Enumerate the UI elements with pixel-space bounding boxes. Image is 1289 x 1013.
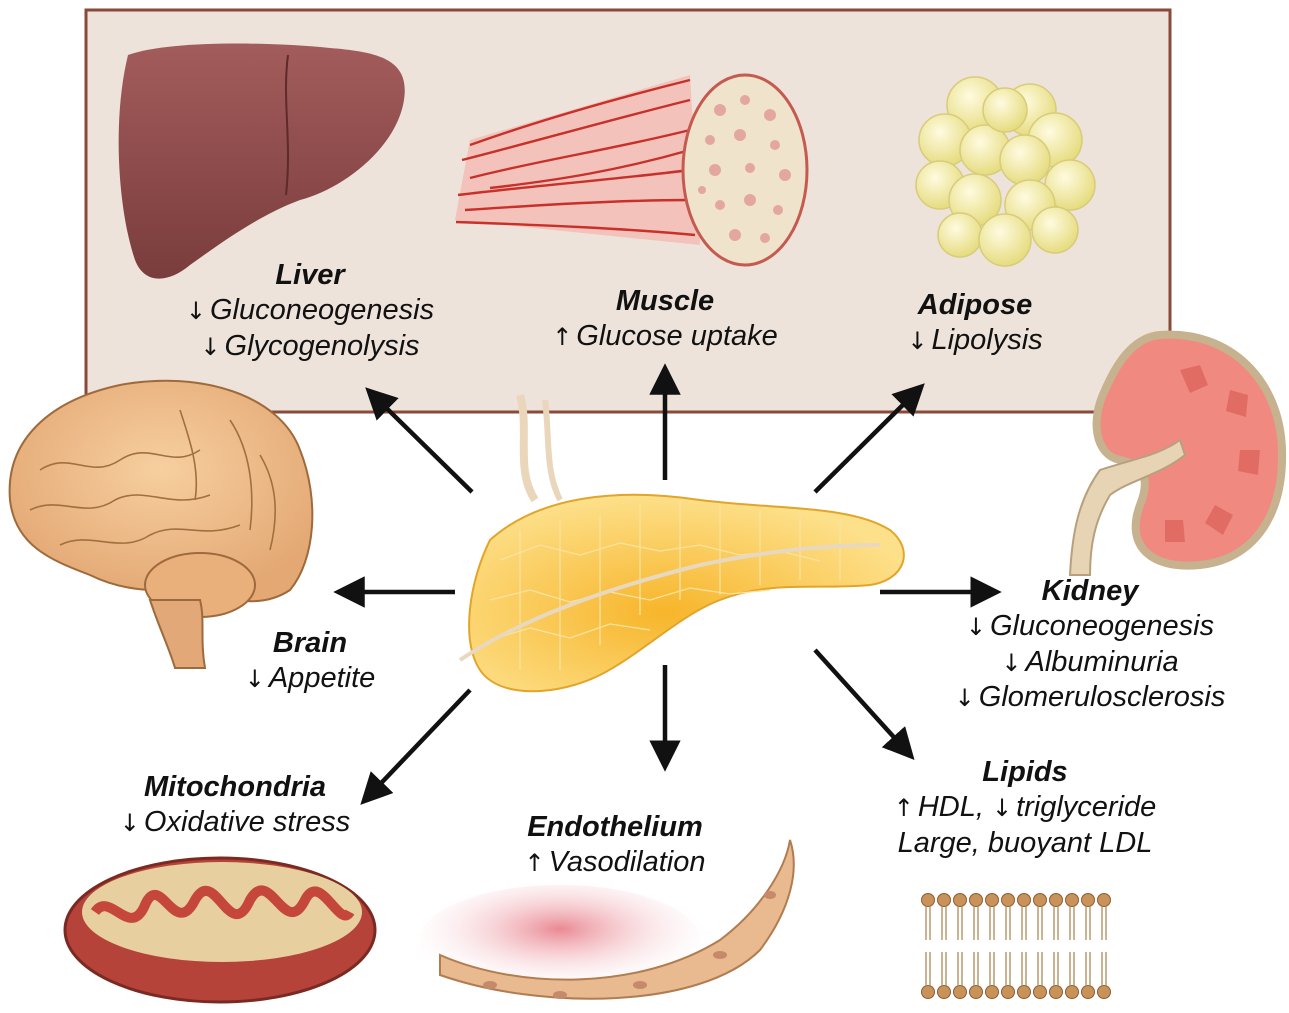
adipose-effect-1: ↓Lipolysis — [880, 323, 1070, 358]
liver-label: Liver ↓Gluconeogenesis ↓Glycogenolysis — [160, 258, 460, 364]
lipids-title: Lipids — [855, 755, 1195, 790]
brain-effect-1: ↓Appetite — [215, 661, 405, 696]
kidney-effect-1: ↓Gluconeogenesis — [925, 609, 1255, 644]
brain-title: Brain — [215, 626, 405, 661]
lipids-effect-1: ↑HDL, ↓triglyceride — [855, 790, 1195, 825]
lipids-effect-2: Large, buoyant LDL — [855, 826, 1195, 861]
mitochondria-label: Mitochondria ↓Oxidative stress — [75, 770, 395, 841]
muscle-title: Muscle — [520, 284, 810, 319]
brain-label: Brain ↓Appetite — [215, 626, 405, 697]
liver-title: Liver — [160, 258, 460, 293]
kidney-label: Kidney ↓Gluconeogenesis ↓Albuminuria ↓Gl… — [925, 574, 1255, 716]
kidney-effect-3: ↓Glomerulosclerosis — [925, 680, 1255, 715]
mitochondria-effect-1: ↓Oxidative stress — [75, 805, 395, 840]
endothelium-label: Endothelium ↑Vasodilation — [480, 810, 750, 881]
liver-effect-2: ↓Glycogenolysis — [160, 329, 460, 364]
endothelium-effect-1: ↑Vasodilation — [480, 845, 750, 880]
adipose-label: Adipose ↓Lipolysis — [880, 288, 1070, 359]
arrow-to-lipids — [815, 650, 910, 755]
liver-effect-1: ↓Gluconeogenesis — [160, 293, 460, 328]
lipid-bilayer-illustration — [922, 894, 1111, 999]
kidney-title: Kidney — [925, 574, 1255, 609]
brain-illustration — [10, 381, 313, 668]
kidney-effect-2: ↓Albuminuria — [925, 645, 1255, 680]
endothelium-title: Endothelium — [480, 810, 750, 845]
mitochondria-illustration — [65, 858, 375, 1002]
mitochondria-title: Mitochondria — [75, 770, 395, 805]
muscle-label: Muscle ↑Glucose uptake — [520, 284, 810, 355]
adipose-title: Adipose — [880, 288, 1070, 323]
pancreas-illustration — [460, 395, 904, 691]
muscle-effect-1: ↑Glucose uptake — [520, 319, 810, 354]
lipids-label: Lipids ↑HDL, ↓triglyceride Large, buoyan… — [855, 755, 1195, 861]
